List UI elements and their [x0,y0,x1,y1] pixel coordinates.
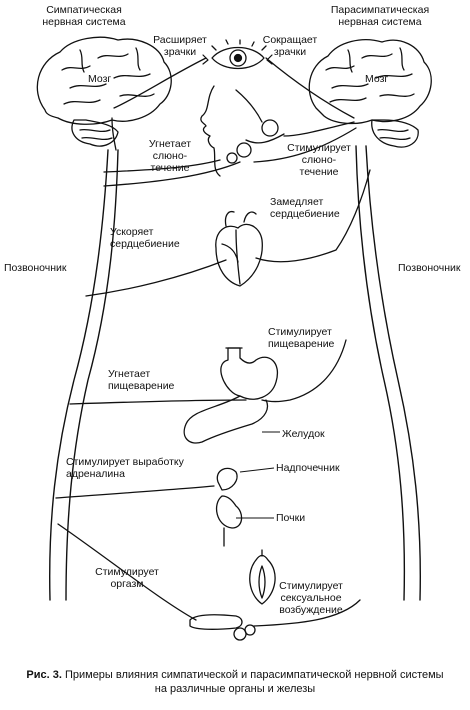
label-adrenal-gland: Надпочечник [276,462,340,474]
stomach-icon [183,347,279,444]
male-organ-icon [189,614,256,641]
left-spine [49,149,109,601]
sympathetic-system-title: Симпатическая нервная система [42,4,126,28]
heart-icon [215,210,263,287]
right-spine-inner [355,145,406,601]
kidney-icon [215,495,243,529]
spine-label-right: Позвоночник [398,262,461,274]
parasympathetic-nerves [253,57,371,627]
adrenal-gland-icon [215,467,243,547]
brain-label-right: Мозг [365,73,389,85]
caption-text: Примеры влияния симпатической и парасимп… [64,669,444,695]
left-spine-inner [65,149,119,601]
right-spine [365,145,421,601]
label-constrict-pupils: Сокращает зрачки [262,34,318,58]
right-brain [308,39,432,148]
female-organ-icon [249,549,276,605]
left-brain [36,36,172,151]
label-dilate-pupils: Расширяет зрачки [153,34,207,58]
label-slow-heart: Замедляет сердцебиение [270,196,340,220]
label-adrenaline: Стимулирует выработку адреналина [66,456,184,480]
label-orgasm: Стимулирует оргазм [95,566,159,590]
label-kidneys: Почки [276,512,306,524]
figure-caption: Рис. 3. Примеры влияния симпатической и … [0,668,470,696]
eye-icon [211,39,267,70]
label-arousal: Стимулирует сексуальное возбуждение [279,580,343,616]
label-stimulate-saliva: Стимулирует слюно- течение [287,142,351,178]
label-inhibit-saliva: Угнетает слюно- течение [148,138,192,174]
label-stimulate-digestion: Стимулирует пищеварение [268,326,335,350]
face-profile-icon [200,85,285,177]
spine-label-left: Позвоночник [4,262,67,274]
label-inhibit-digestion: Угнетает пищеварение [108,368,175,392]
sympathetic-nerves [55,57,247,621]
caption-prefix: Рис. 3. [26,669,62,681]
label-speed-heart: Ускоряет сердцебиение [110,226,180,250]
label-stomach: Желудок [282,428,325,440]
brain-label-left: Мозг [88,73,112,85]
parasympathetic-system-title: Парасимпатическая нервная система [330,4,430,28]
